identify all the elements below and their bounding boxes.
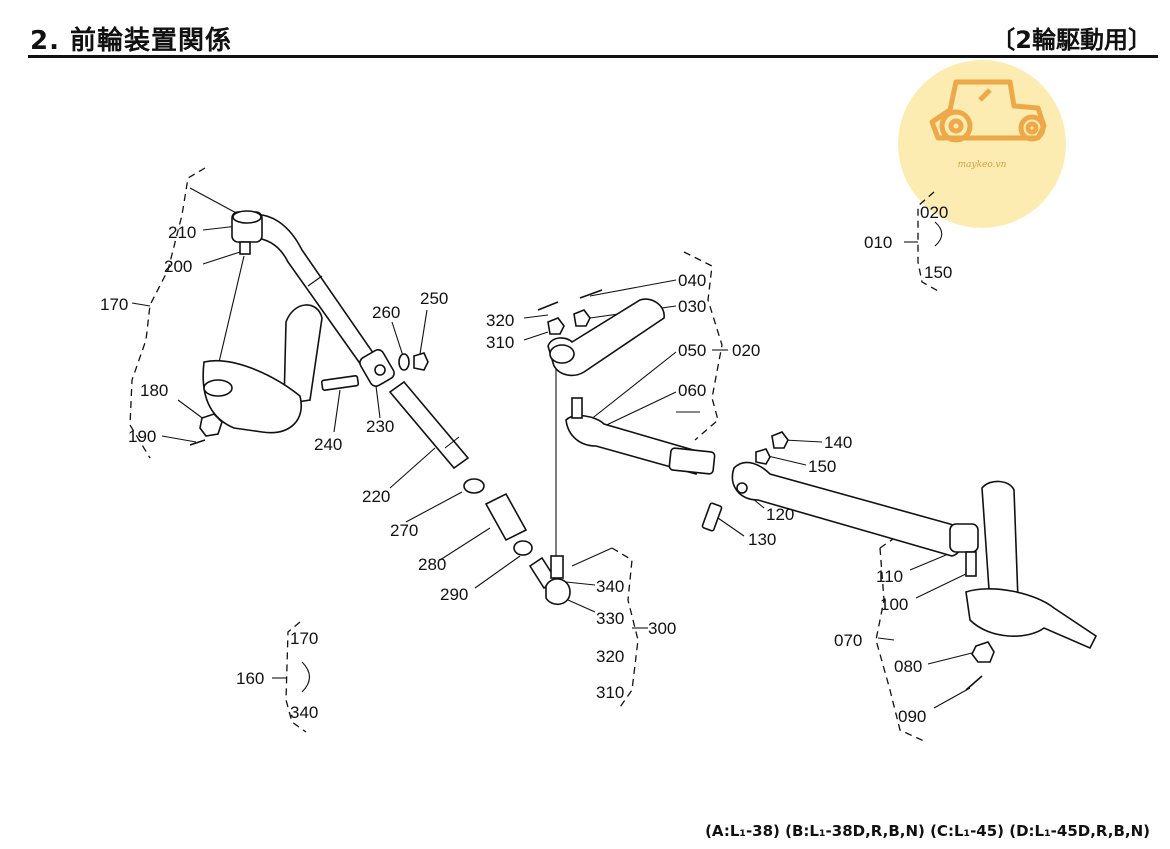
label-340: 340 bbox=[596, 577, 624, 596]
label-250: 250 bbox=[420, 289, 448, 308]
label-300: 300 bbox=[648, 619, 676, 638]
label-060: 060 bbox=[678, 381, 706, 400]
label-130: 130 bbox=[748, 530, 776, 549]
label-150b: 150 bbox=[808, 457, 836, 476]
label-280: 280 bbox=[418, 555, 446, 574]
label-140: 140 bbox=[824, 433, 852, 452]
drag-link-arm bbox=[231, 210, 395, 387]
label-170b: 170 bbox=[290, 629, 318, 648]
label-150: 150 bbox=[924, 263, 952, 282]
label-180: 180 bbox=[140, 381, 168, 400]
label-260: 260 bbox=[372, 303, 400, 322]
label-310b: 310 bbox=[596, 683, 624, 702]
label-020: 020 bbox=[920, 203, 948, 222]
label-330: 330 bbox=[596, 609, 624, 628]
page-title: 2. 前輪装置関係 bbox=[30, 26, 233, 56]
label-020b: 020 bbox=[732, 341, 760, 360]
label-090: 090 bbox=[898, 707, 926, 726]
label-110: 110 bbox=[876, 567, 903, 586]
label-010: 010 bbox=[864, 233, 892, 252]
model-applicability-note: (A:L₁-38) (B:L₁-38D,R,B,N) (C:L₁-45) (D:… bbox=[705, 822, 1150, 840]
label-200: 200 bbox=[164, 257, 192, 276]
page-header: 2. 前輪装置関係 〔2輪駆動用〕 bbox=[0, 0, 1170, 60]
drive-type-label: 〔2輪駆動用〕 bbox=[991, 26, 1152, 54]
title-rule bbox=[28, 55, 1158, 58]
label-230: 230 bbox=[366, 417, 394, 436]
adjuster-rod bbox=[388, 380, 571, 605]
label-080: 080 bbox=[894, 657, 922, 676]
leader-lines bbox=[129, 167, 977, 743]
label-320: 320 bbox=[486, 311, 514, 330]
tractor-icon bbox=[929, 79, 1047, 143]
watermark-logo: maykeo.vn bbox=[898, 60, 1066, 228]
label-070: 070 bbox=[834, 631, 862, 650]
label-220: 220 bbox=[362, 487, 390, 506]
label-240: 240 bbox=[314, 435, 342, 454]
watermark-text: maykeo.vn bbox=[957, 160, 1007, 170]
label-270: 270 bbox=[390, 521, 418, 540]
label-310: 310 bbox=[486, 333, 514, 352]
label-160: 160 bbox=[236, 669, 264, 688]
label-340b: 340 bbox=[290, 703, 318, 722]
label-120: 120 bbox=[766, 505, 794, 524]
label-320b: 320 bbox=[596, 647, 624, 666]
tie-rod-center bbox=[565, 397, 716, 476]
label-050: 050 bbox=[678, 341, 706, 360]
part-labels: 020 010 150 040 030 320 310 050 020 060 … bbox=[100, 203, 952, 726]
label-190: 190 bbox=[128, 427, 156, 446]
label-290: 290 bbox=[440, 585, 468, 604]
knuckle-right bbox=[965, 480, 1098, 691]
pitman-arm bbox=[537, 289, 665, 377]
tie-rod-right bbox=[701, 431, 979, 577]
label-100: 100 bbox=[880, 595, 908, 614]
label-040: 040 bbox=[678, 271, 706, 290]
knuckle-left bbox=[202, 304, 323, 434]
left-fasteners bbox=[189, 352, 429, 446]
label-210: 210 bbox=[168, 223, 196, 242]
label-030: 030 bbox=[678, 297, 706, 316]
label-170: 170 bbox=[100, 295, 128, 314]
